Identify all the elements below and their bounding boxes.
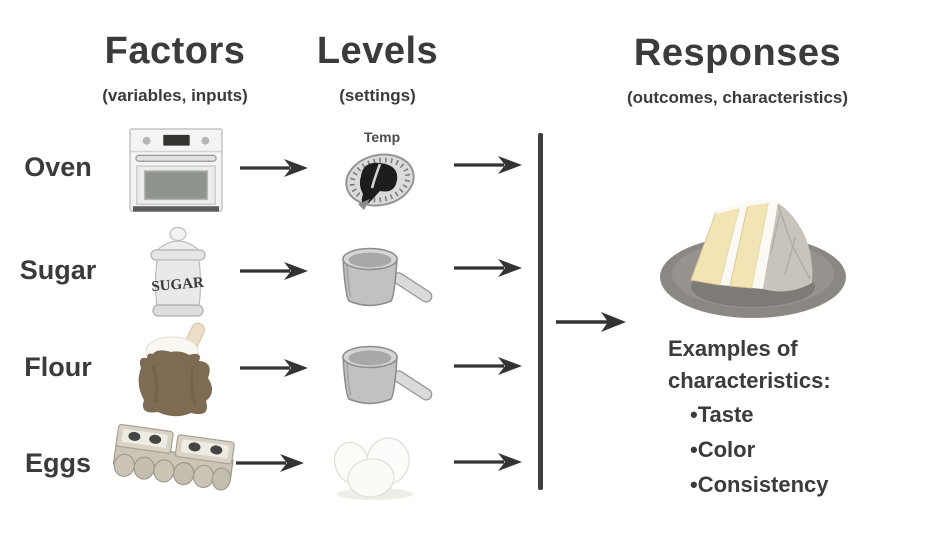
levels-column-title: Levels [316,30,439,72]
arrow-sugar-to-level-icon [238,260,312,282]
bullet-label: Consistency [697,472,829,497]
arrow-eggs-level-to-divider-icon [452,451,526,473]
levels-column-subtitle: (settings) [339,86,416,105]
arrow-flour-level-to-divider-icon [452,355,526,377]
measuring-cup-icon [331,338,435,418]
temperature-dial-icon: Temp [330,126,428,221]
row-label-flour: Flour [24,352,92,382]
bullet-item-consistency: •Consistency [668,467,908,502]
flour-bag-icon [131,322,219,422]
caption-line-1: Examples of [668,336,798,361]
eggs-icon [327,431,423,503]
arrow-oven-to-level-icon [238,157,312,179]
temperature-dial-label: Temp [364,129,400,145]
factors-column-subtitle: (variables, inputs) [102,86,248,105]
egg-carton-icon [113,423,239,507]
bullet-label: Color [697,437,756,462]
bullet-glyph: • [690,437,698,462]
cake-slice-icon [653,183,853,323]
arrow-eggs-to-level-icon [234,452,308,474]
measuring-cup-icon [331,240,435,320]
sugar-jar-text: SUGAR [151,275,205,296]
bullet-item-taste: •Taste [668,397,908,432]
arrow-divider-to-response-icon [554,310,630,334]
oven-icon [127,127,225,217]
arrow-flour-to-level-icon [238,357,312,379]
arrow-oven-level-to-divider-icon [452,154,526,176]
bullet-label: Taste [697,402,754,427]
row-label-eggs: Eggs [24,448,91,478]
row-label-oven: Oven [24,152,92,182]
bullet-glyph: • [690,472,698,497]
bullet-item-color: •Color [668,432,908,467]
arrow-sugar-level-to-divider-icon [452,257,526,279]
responses-column-subtitle: (outcomes, characteristics) [626,88,849,107]
caption-line-2: characteristics: [668,368,831,393]
sugar-jar-icon: SUGAR [143,226,213,323]
bullet-glyph: • [690,402,698,427]
factors-column-title: Factors [104,30,246,72]
row-label-sugar: Sugar [19,255,97,285]
process-divider-line [538,133,543,490]
response-caption: Examples of characteristics: •Taste •Col… [668,333,908,502]
responses-column-title: Responses [633,32,842,74]
